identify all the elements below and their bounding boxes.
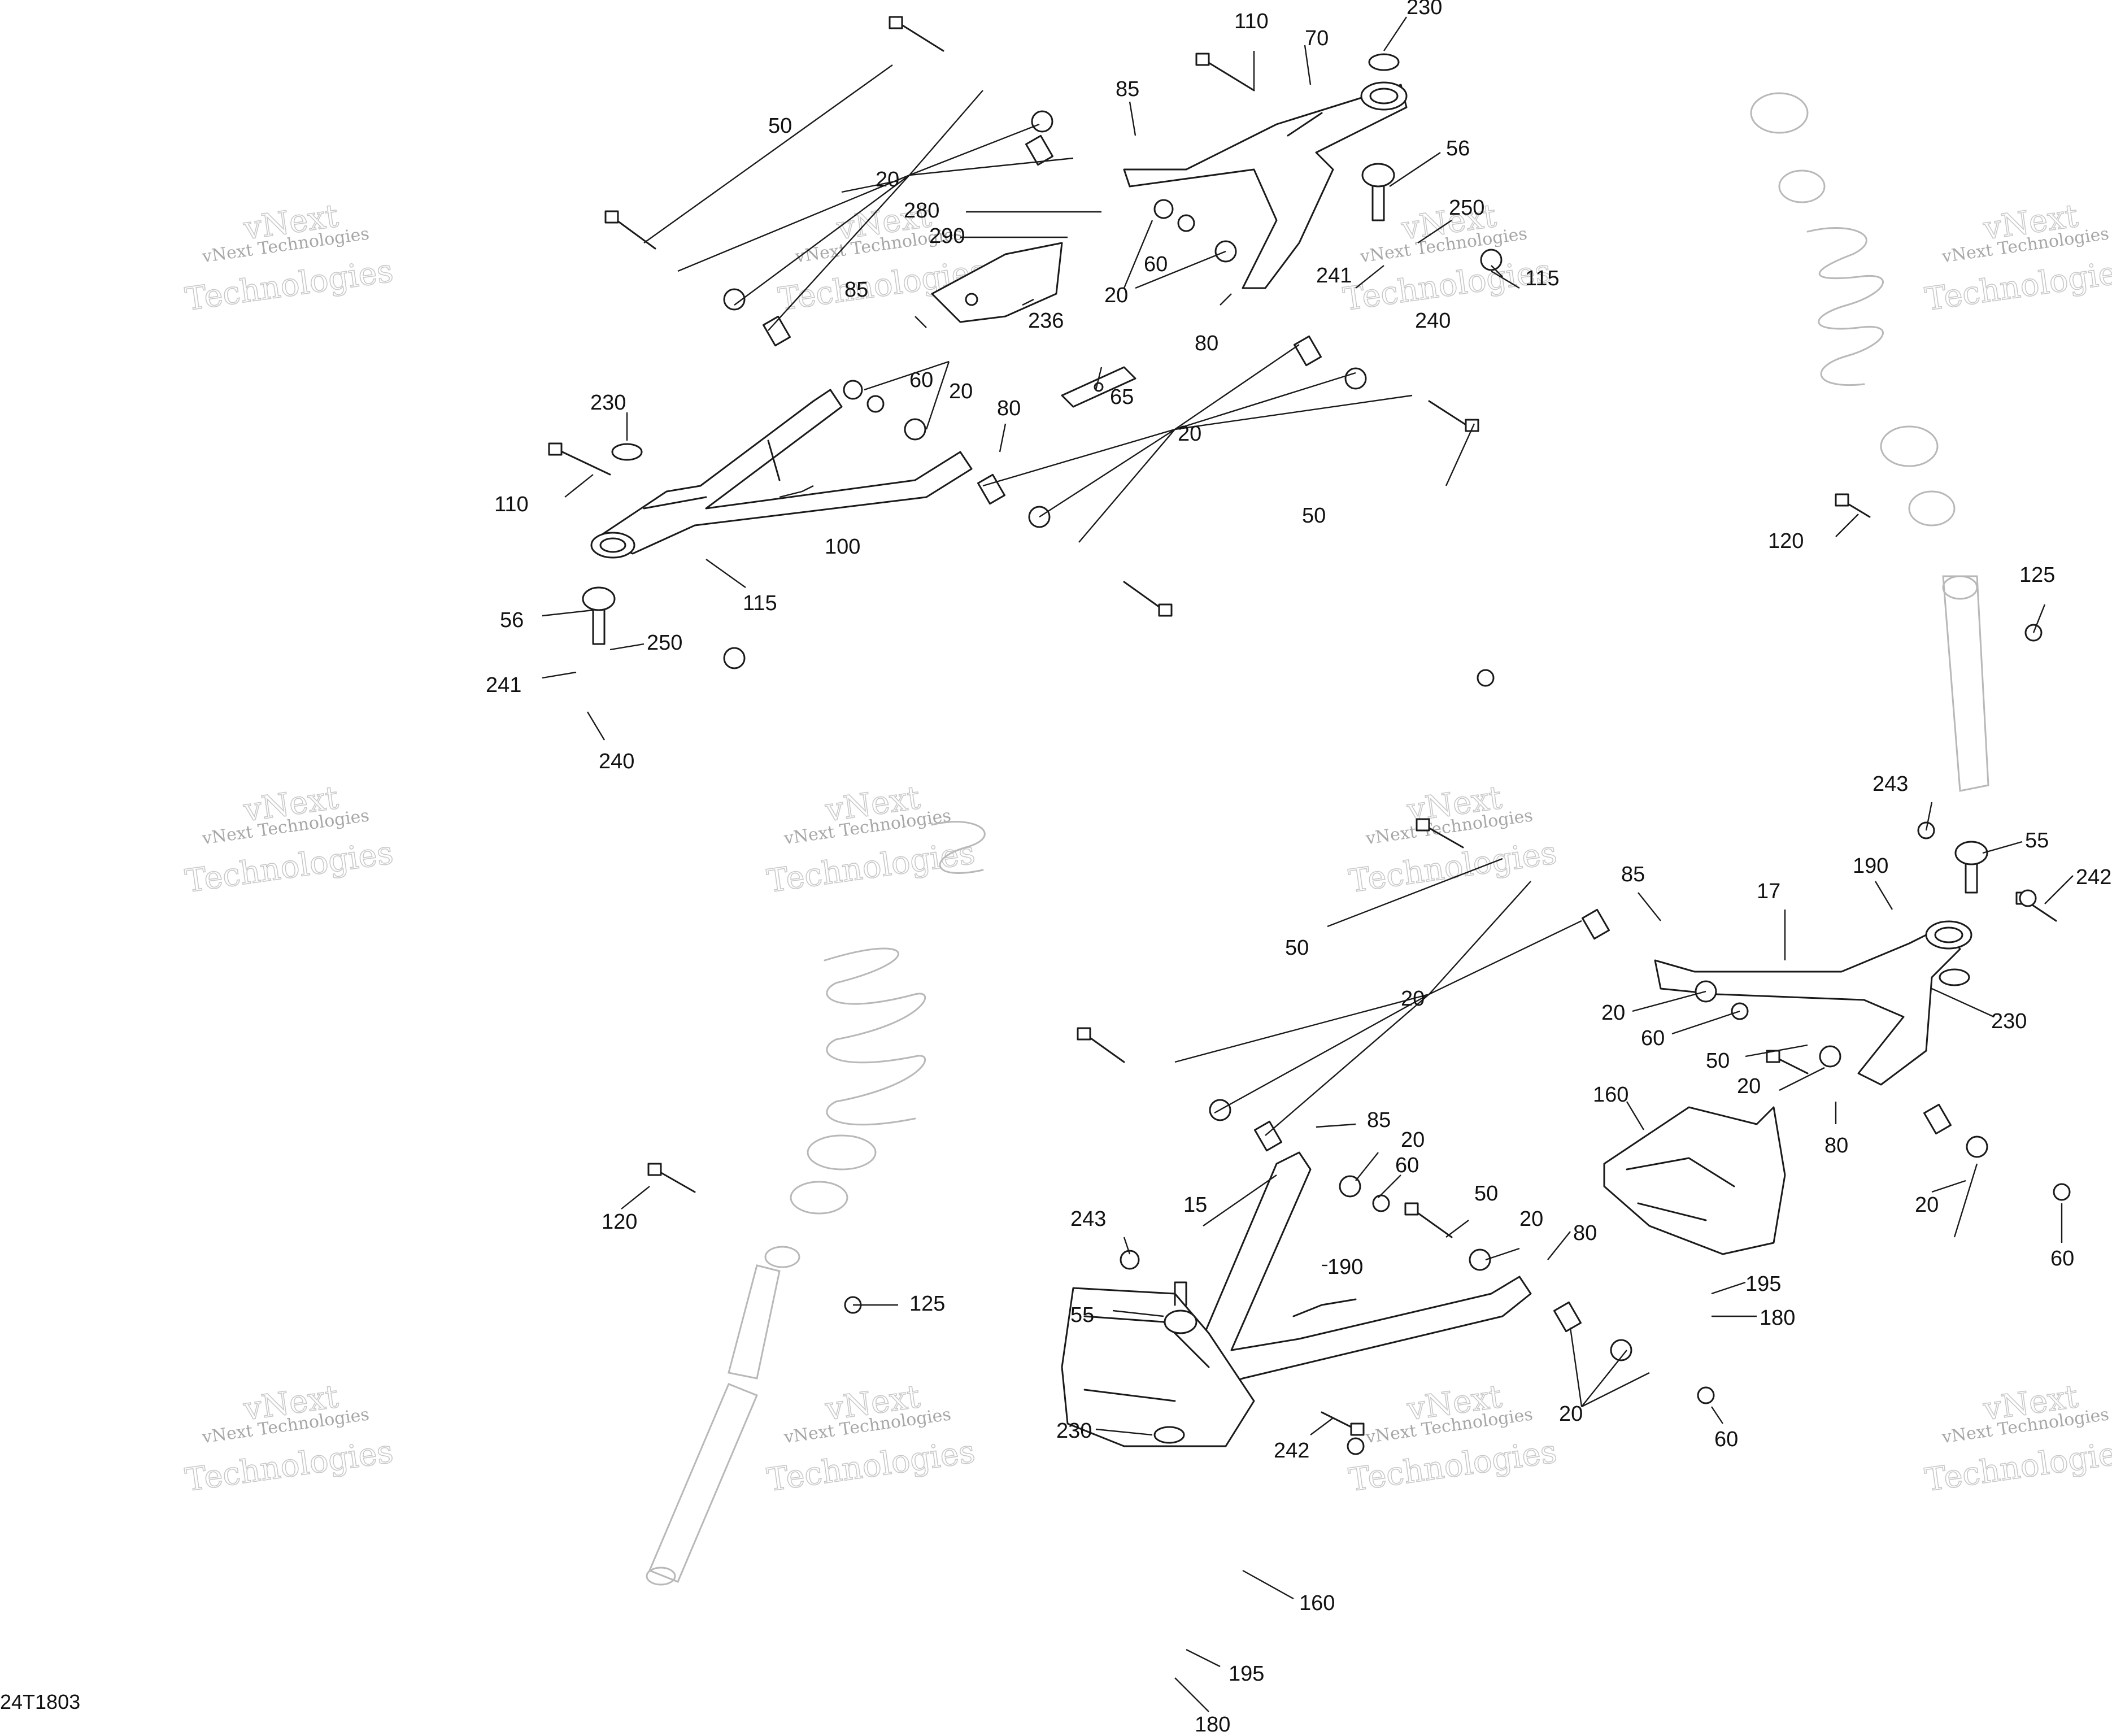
drawing-reference: 24T1803 [0,1690,80,1713]
callout-20: 20 [1737,1074,1761,1098]
callout-115: 115 [1525,267,1560,290]
callout-230: 230 [1406,0,1442,19]
callout-160: 160 [1299,1591,1335,1615]
watermark: Technologies vNext Technologies vNext [1346,1378,1560,1499]
callout-110: 110 [494,493,529,516]
callout-80: 80 [997,397,1021,420]
watermark: Technologies vNext Technologies vNext [764,779,978,900]
callout-50: 50 [1706,1049,1730,1073]
callout-230: 230 [590,391,626,415]
callout-60: 60 [1144,253,1168,276]
callout-180: 180 [1195,1713,1230,1736]
callout-195: 195 [1229,1662,1264,1686]
callout-243: 243 [1873,772,1908,796]
callout-20: 20 [1601,1001,1625,1025]
callout-236: 236 [1028,309,1064,333]
callout-50: 50 [1474,1182,1498,1206]
callout-70: 70 [1305,27,1329,50]
upper-a-arm-bottom-right [1654,920,1972,1086]
callout-242: 242 [2076,865,2111,889]
callout-195: 195 [1745,1272,1781,1296]
leader-lines [542,16,2074,1712]
watermark: Technologies vNext Technologies vNext [1922,197,2112,319]
callout-15: 15 [1183,1193,1207,1217]
callout-20: 20 [1104,284,1128,307]
watermark: Technologies vNext Technologies vNext [764,1378,978,1499]
callout-20: 20 [1915,1193,1939,1217]
callout-20: 20 [876,168,899,192]
callout-56: 56 [1446,137,1470,160]
callout-20: 20 [1178,422,1201,446]
callout-20: 20 [1401,987,1425,1011]
callout-241: 241 [486,673,521,697]
callout-80: 80 [1824,1134,1848,1158]
hardware [548,16,2071,1455]
callout-60: 60 [909,368,933,392]
callout-290: 290 [929,224,965,248]
callout-55: 55 [2025,829,2049,852]
callout-230: 230 [1991,1010,2027,1033]
watermark: Technologies vNext Technologies vNext [1922,1378,2112,1499]
callout-65: 65 [1110,385,1134,409]
callout-250: 250 [647,631,682,655]
callout-180: 180 [1760,1306,1795,1330]
callout-50: 50 [1285,936,1309,960]
callout-85: 85 [1367,1108,1391,1132]
callout-56: 56 [500,608,524,632]
watermark: Technologies vNext Technologies vNext [182,197,396,319]
callout-242: 242 [1274,1439,1309,1463]
skid-plate-left [1061,1287,1255,1447]
callout-160: 160 [1593,1083,1628,1107]
watermark: Technologies vNext Technologies vNext [1346,779,1560,900]
callout-60: 60 [2050,1247,2074,1271]
callout-85: 85 [844,278,868,302]
watermark: Technologies vNext Technologies vNext [182,779,396,900]
skid-plate-right [1603,1106,1786,1255]
plate-65 [1061,366,1136,408]
callout-20: 20 [1519,1207,1543,1231]
callout-50: 50 [1302,504,1326,528]
callout-20: 20 [1401,1128,1425,1152]
callout-60: 60 [1395,1154,1419,1177]
callout-55: 55 [1070,1303,1094,1327]
callout-243: 243 [1070,1207,1106,1231]
callout-20: 20 [949,380,973,403]
callout-250: 250 [1449,196,1484,220]
callout-85: 85 [1621,863,1645,886]
callout-190: 190 [1327,1255,1363,1279]
watermark: Technologies vNext Technologies vNext [182,1378,396,1499]
callout-241: 241 [1316,264,1352,288]
callout-85: 85 [1116,77,1139,101]
callout-240: 240 [599,750,634,773]
callout-50: 50 [768,114,792,138]
callout-17: 17 [1757,880,1780,903]
callout-280: 280 [904,199,939,223]
callout-240: 240 [1415,309,1451,333]
callouts: 50 20 110 70 230 85 56 280 290 250 85 20… [486,0,2111,1736]
callout-125: 125 [2019,563,2055,587]
callout-125: 125 [909,1292,945,1316]
callout-60: 60 [1641,1026,1665,1050]
callout-80: 80 [1573,1221,1597,1245]
upper-a-arm-top [1123,81,1408,289]
callout-120: 120 [1768,529,1804,553]
lower-a-arm-left [590,389,973,559]
shock-spring-assembly-right [1750,92,1989,792]
callout-80: 80 [1195,332,1218,355]
callout-110: 110 [1234,10,1269,33]
callout-100: 100 [825,535,860,559]
callout-230: 230 [1056,1419,1092,1443]
callout-120: 120 [602,1210,637,1234]
callout-190: 190 [1853,854,1888,878]
callout-60: 60 [1714,1428,1738,1451]
callout-20: 20 [1559,1402,1583,1426]
callout-115: 115 [743,591,777,615]
shock-spring-assembly-left [646,821,986,1586]
